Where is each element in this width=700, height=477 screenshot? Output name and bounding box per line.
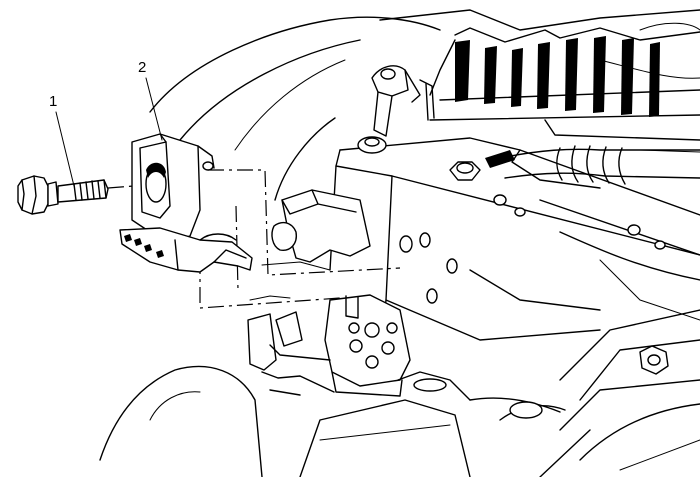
- intake-hose: [499, 145, 700, 185]
- fender-panel: [149, 16, 441, 201]
- leader-line-1: [55, 111, 75, 187]
- lower-isolator: [324, 294, 411, 397]
- bolt-part: [17, 175, 109, 215]
- frame-bracket: [247, 295, 335, 396]
- mounting-plate: [261, 189, 371, 271]
- lower-components: [99, 309, 700, 477]
- mount-hole: [399, 235, 413, 253]
- leader-lines: [55, 77, 163, 187]
- hex-nut: [449, 161, 481, 181]
- air-cleaner-ribs: [455, 36, 660, 117]
- air-cleaner-housing: [379, 9, 700, 141]
- callout-label-2: 2: [138, 59, 147, 76]
- sensor-mount: [371, 65, 435, 137]
- leader-line-2: [145, 77, 163, 141]
- callout-label-1: 1: [49, 93, 58, 110]
- bracket-part: [119, 133, 253, 273]
